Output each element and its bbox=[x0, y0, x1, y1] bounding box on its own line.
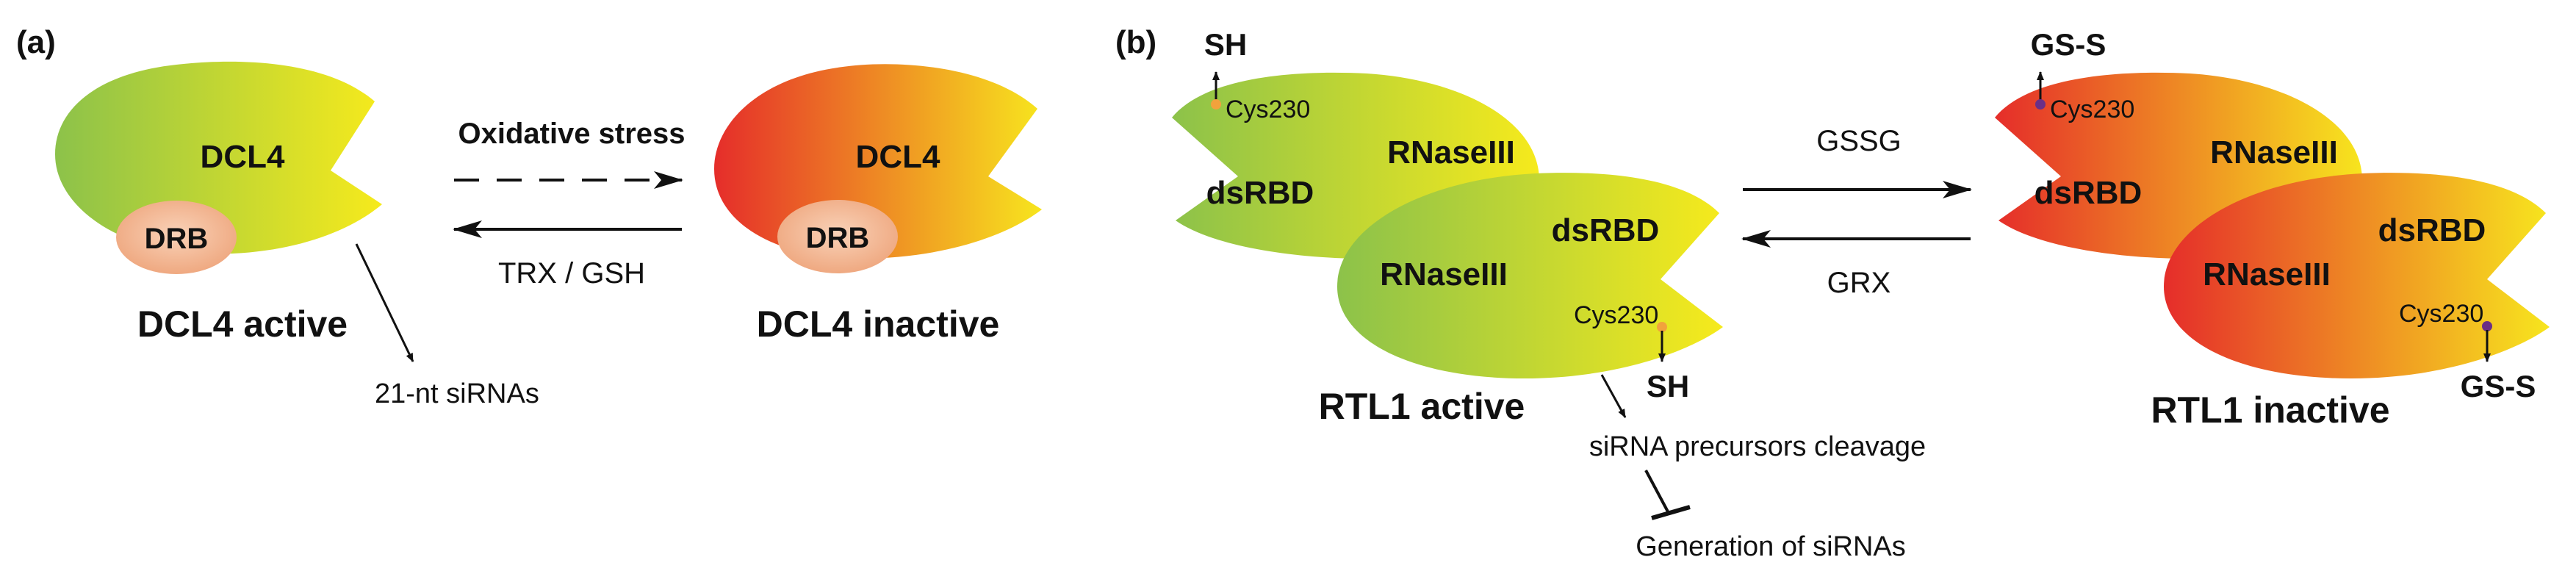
panel-a: (a) DCL4 DRB DCL4 active 21-nt siRNAs Ox… bbox=[16, 24, 1042, 409]
rtl1-active-top-residue: Cys230 bbox=[1226, 96, 1310, 123]
forward-arrow-label-a: Oxidative stress bbox=[458, 118, 685, 150]
panel-a-label: (a) bbox=[16, 24, 56, 60]
rtl1-inactive-bottom-residue: Cys230 bbox=[2399, 300, 2483, 328]
rtl1-active-bottom-monomer bbox=[1337, 173, 1723, 378]
rtl1-inactive-top-residue: Cys230 bbox=[2050, 96, 2134, 123]
product-label: 21-nt siRNAs bbox=[375, 378, 539, 409]
dcl4-active-body bbox=[55, 61, 382, 254]
inhibition-bar bbox=[1651, 505, 1691, 520]
rtl1-active-top-group: SH bbox=[1204, 27, 1247, 62]
rtl1-active-rnase-bottom: RNaseIII bbox=[1380, 256, 1508, 292]
rtl1-inactive-caption: RTL1 inactive bbox=[2151, 389, 2389, 431]
rtl1-active-dsrbd-bottom: dsRBD bbox=[1552, 212, 1660, 248]
rtl1-active-bottom-residue: Cys230 bbox=[1574, 301, 1658, 329]
product-arrow bbox=[355, 243, 414, 362]
dcl4-inactive-name: DCL4 bbox=[856, 139, 940, 175]
rtl1-active-dsrbd-top: dsRBD bbox=[1206, 175, 1314, 211]
rtl1-active-rnase-top: RNaseIII bbox=[1387, 134, 1515, 170]
inhibition-line bbox=[1644, 470, 1671, 515]
forward-arrow-label-b: GSSG bbox=[1816, 125, 1902, 157]
drb-active-label: DRB bbox=[145, 223, 209, 255]
drb-inactive-partner bbox=[777, 200, 898, 273]
dcl4-active-protein: DCL4 DRB bbox=[55, 61, 382, 274]
rtl1-inactive-dsrbd-bottom: dsRBD bbox=[2378, 212, 2486, 248]
activity-label: siRNA precursors cleavage bbox=[1589, 431, 1926, 462]
rtl1-inactive-rnase-bottom: RNaseIII bbox=[2203, 256, 2331, 292]
rtl1-active-bottom-cys-dot bbox=[1657, 322, 1667, 332]
rtl1-inactive-rnase-top: RNaseIII bbox=[2210, 134, 2338, 170]
rtl1-inactive-bottom-monomer bbox=[2164, 173, 2550, 378]
dcl4-inactive-caption: DCL4 inactive bbox=[757, 303, 1000, 345]
dcl4-active-name: DCL4 bbox=[201, 139, 285, 175]
dcl4-inactive-protein: DCL4 DRB bbox=[714, 64, 1042, 273]
rtl1-active-bottom-group: SH bbox=[1647, 369, 1689, 403]
dcl4-active-caption: DCL4 active bbox=[137, 303, 348, 345]
drb-active-partner bbox=[116, 201, 237, 274]
rtl1-inactive-bottom-group: GS-S bbox=[2461, 369, 2536, 403]
panel-b-label: (b) bbox=[1115, 24, 1156, 60]
reverse-arrow-label-a: TRX / GSH bbox=[498, 257, 645, 290]
inhibited-label: Generation of siRNAs bbox=[1636, 531, 1906, 562]
rtl1-inactive-bottom-cys-dot bbox=[2482, 321, 2492, 331]
rtl1-active-dimer bbox=[1172, 72, 1723, 378]
rtl1-inactive-dimer bbox=[1995, 72, 2550, 378]
activity-arrow bbox=[1600, 374, 1627, 418]
rtl1-inactive-top-group: GS-S bbox=[2031, 27, 2107, 62]
panel-b: (b) RNaseIII dsRBD dsRBD RNaseIII SH Cys… bbox=[1115, 24, 2550, 562]
rtl1-active-caption: RTL1 active bbox=[1319, 386, 1525, 427]
rtl1-inactive-dsrbd-top: dsRBD bbox=[2034, 175, 2143, 211]
rtl1-inactive-top-cys-dot bbox=[2035, 99, 2046, 109]
reverse-arrow-label-b: GRX bbox=[1827, 267, 1891, 299]
rtl1-active-top-cys-dot bbox=[1211, 99, 1221, 109]
drb-inactive-label: DRB bbox=[806, 222, 870, 254]
